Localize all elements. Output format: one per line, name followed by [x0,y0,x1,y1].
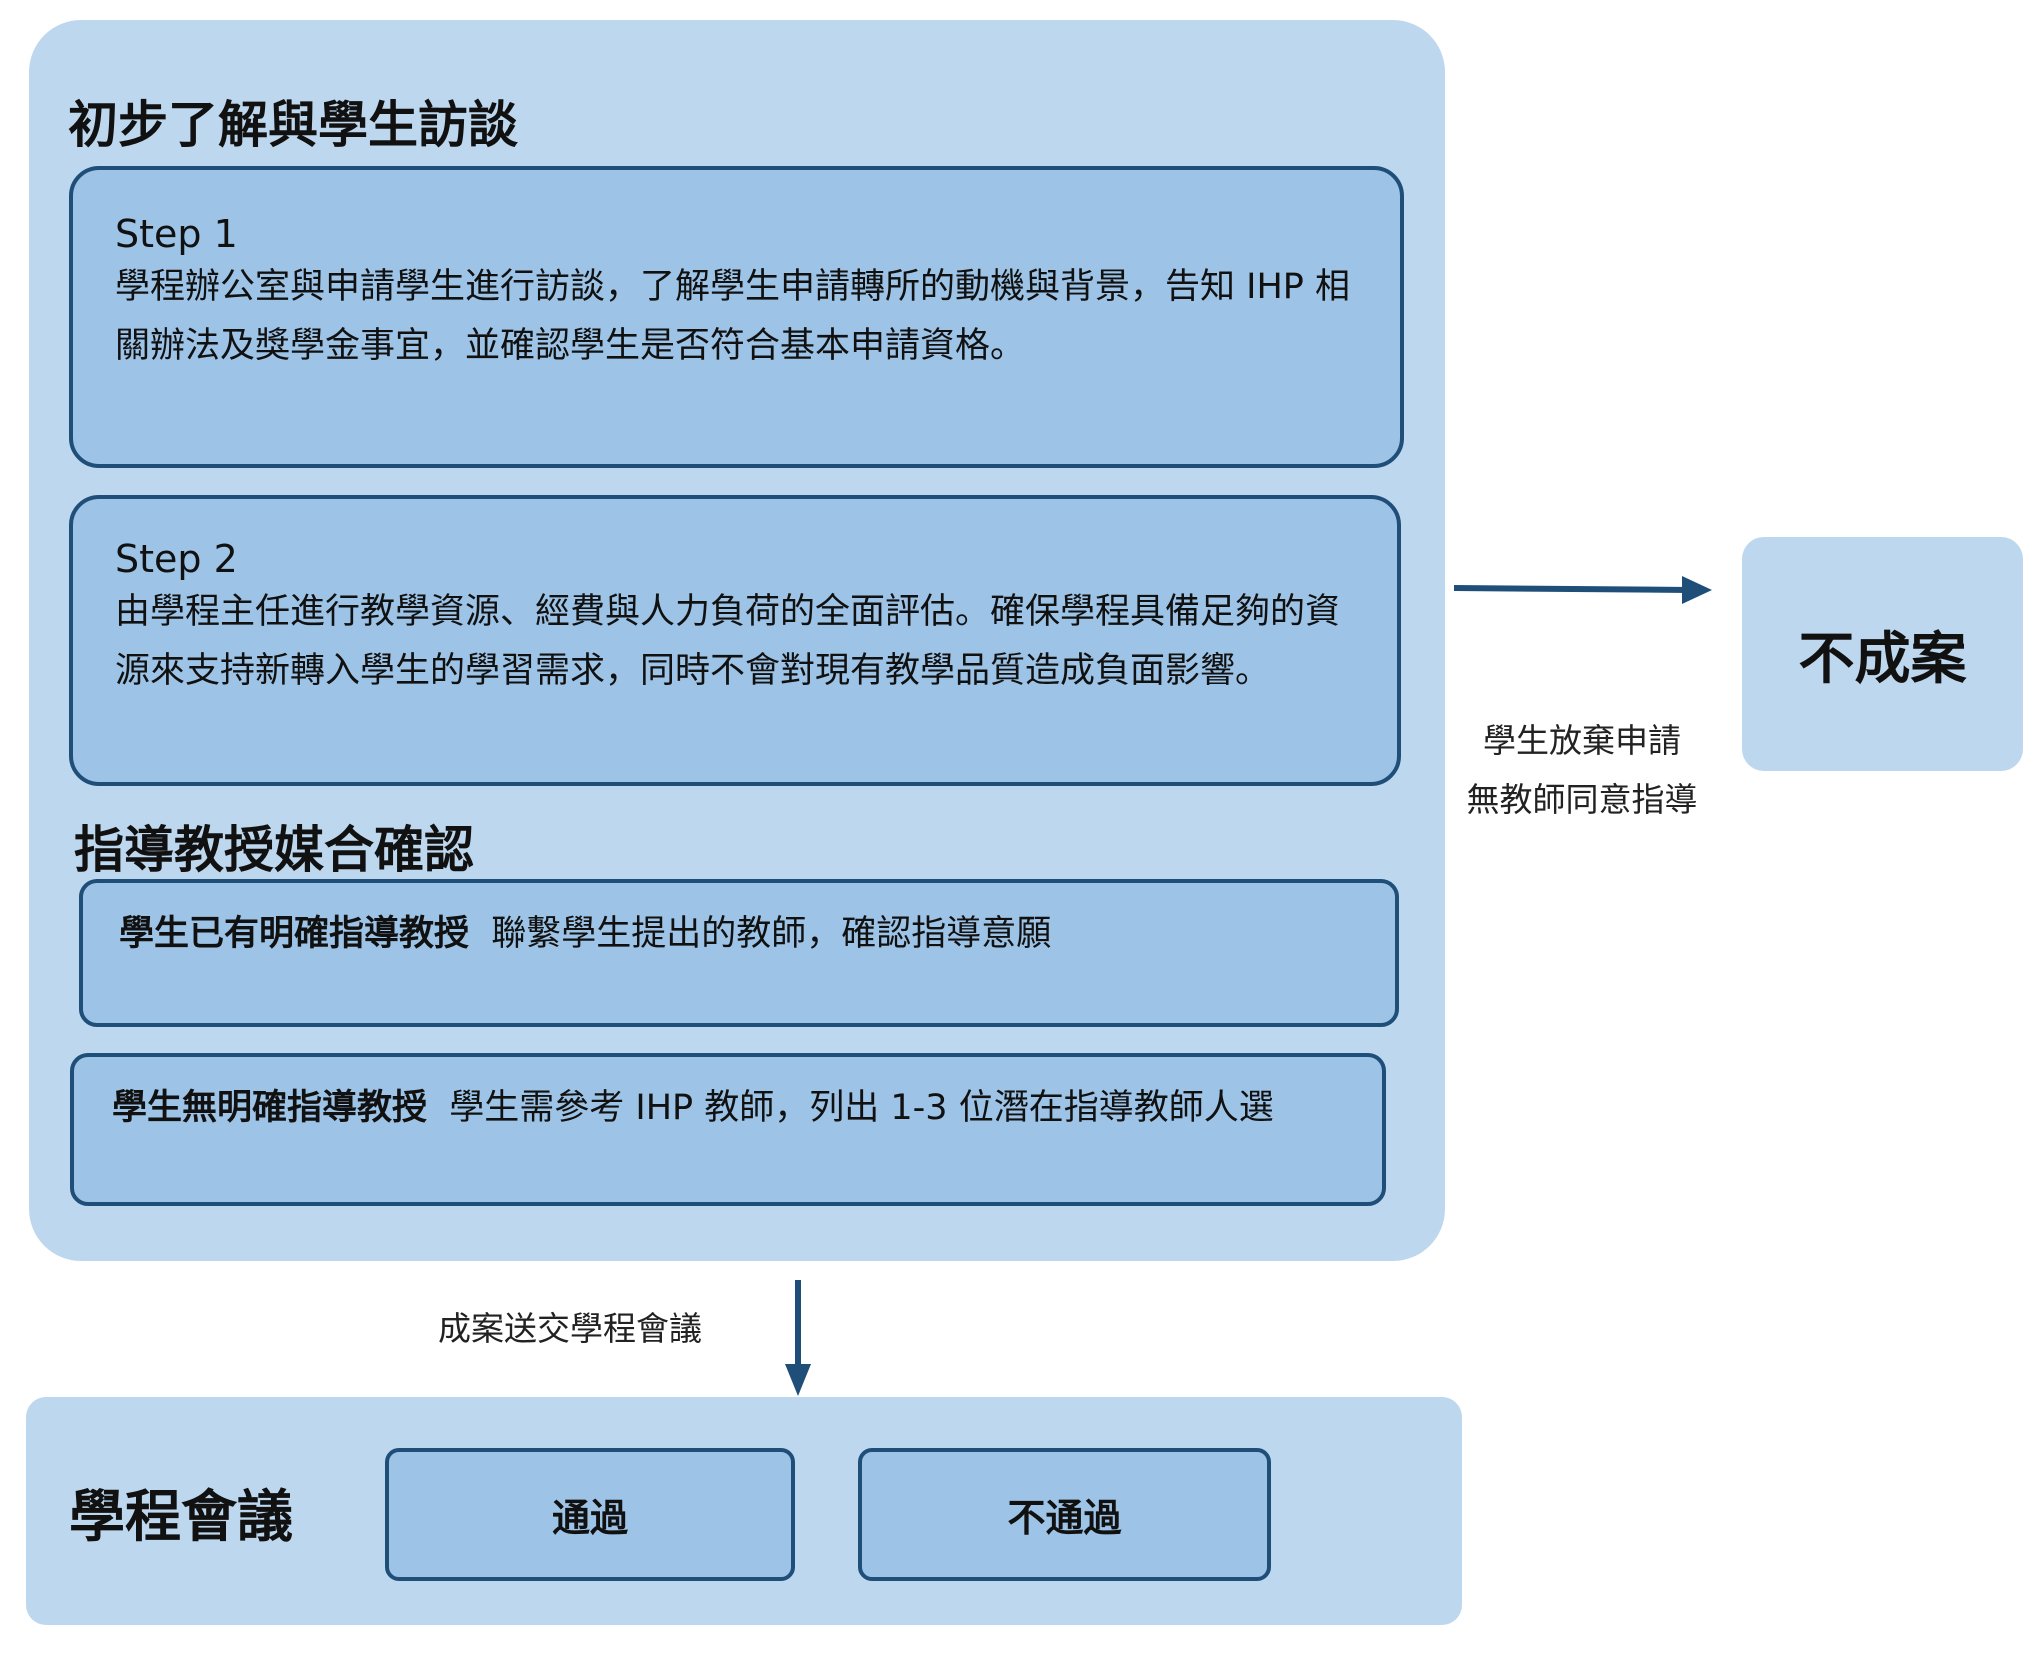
fail-label: 不通過 [1007,1496,1122,1540]
advisor-unknown-box: 學生無明確指導教授 學生需參考 IHP 教師，列出 1-3 位潛在指導教師人選 [70,1053,1386,1206]
pass-box: 通過 [385,1448,795,1581]
step1-label: Step 1 [115,212,238,256]
step2-text: 由學程主任進行教學資源、經費與人力負荷的全面評估。確保學程具備足夠的資源來支持新… [115,592,1341,691]
advisor-unknown-content: 學生無明確指導教授 學生需參考 IHP 教師，列出 1-3 位潛在指導教師人選 [112,1079,1352,1138]
advisor-known-box: 學生已有明確指導教授 聯繫學生提出的教師，確認指導意願 [79,879,1399,1027]
reject-reason-2: 無教師同意指導 [1466,780,1698,819]
pass-label: 通過 [551,1496,628,1540]
step1-text: 學程辦公室與申請學生進行訪談，了解學生申請轉所的動機與背景，告知 IHP 相關辦… [115,267,1351,366]
section1-title: 初步了解與學生訪談 [68,96,518,154]
advisor-known-text: 聯繫學生提出的教師，確認指導意願 [491,914,1052,954]
fail-box: 不通過 [858,1448,1271,1581]
advisor-unknown-label: 學生無明確指導教授 [112,1088,428,1128]
submit-arrow [785,1280,811,1396]
reject-title: 不成案 [1798,626,1967,692]
meeting-title: 學程會議 [69,1485,293,1550]
step2-box: Step 2 由學程主任進行教學資源、經費與人力負荷的全面評估。確保學程具備足夠… [69,495,1401,786]
advisor-known-content: 學生已有明確指導教授 聯繫學生提出的教師，確認指導意願 [119,905,1359,964]
reject-arrow [1453,576,1712,604]
step2-label: Step 2 [115,537,238,581]
submit-label: 成案送交學程會議 [438,1309,702,1348]
section2-title: 指導教授媒合確認 [74,821,474,879]
step1-box: Step 1 學程辦公室與申請學生進行訪談，了解學生申請轉所的動機與背景，告知 … [69,166,1404,468]
advisor-unknown-text: 學生需參考 IHP 教師，列出 1-3 位潛在指導教師人選 [449,1088,1274,1128]
advisor-known-label: 學生已有明確指導教授 [119,914,470,954]
reject-reason-1: 學生放棄申請 [1483,721,1681,760]
reject-box: 不成案 [1742,537,2023,771]
